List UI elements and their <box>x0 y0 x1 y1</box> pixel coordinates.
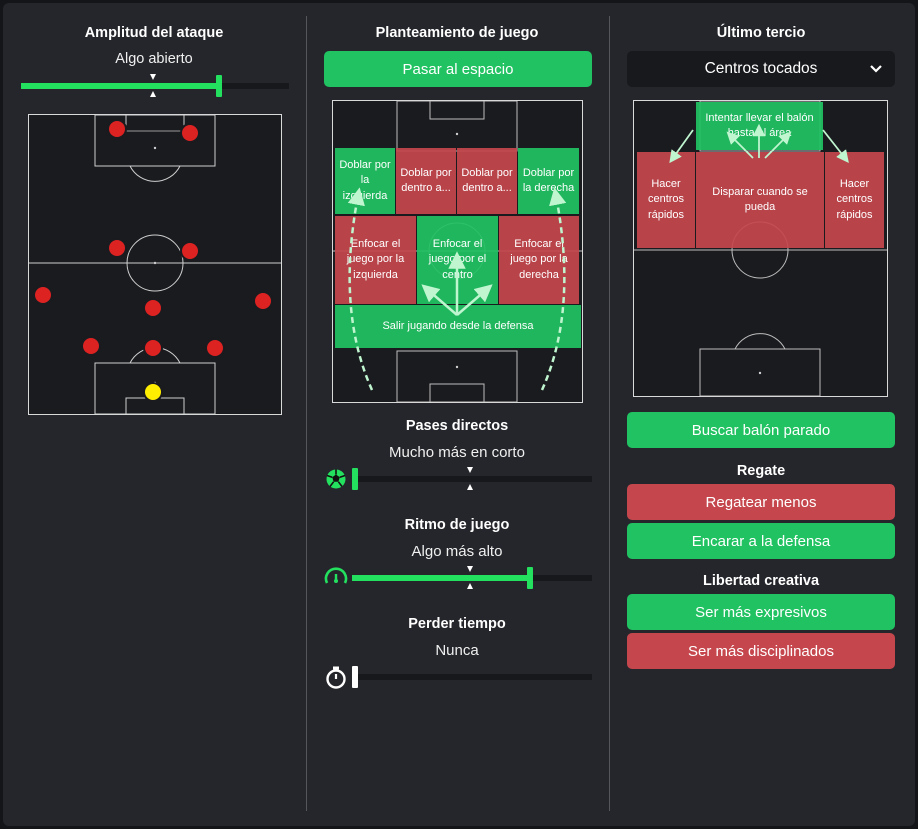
attack-width-value: Algo abierto <box>115 51 193 67</box>
player-marker[interactable] <box>145 300 161 316</box>
zone-focus-left[interactable]: Enfocar el juego por la izquierda <box>335 216 416 304</box>
default-marker <box>467 566 473 572</box>
player-marker[interactable] <box>182 243 198 259</box>
column-divider <box>609 16 610 811</box>
final-third-title: Último tercio <box>716 25 806 41</box>
look-for-set-pieces-button[interactable]: Buscar balón parado <box>627 412 895 448</box>
creative-freedom-title: Libertad creativa <box>702 573 820 589</box>
direct-passing-title: Pases directos <box>405 418 509 434</box>
dribble-less-button[interactable]: Regatear menos <box>627 484 895 520</box>
zone-underlap-right[interactable]: Doblar por dentro a... <box>457 148 517 214</box>
speedometer-icon <box>324 567 348 584</box>
default-marker <box>467 583 473 589</box>
attack-width-title: Amplitud del ataque <box>84 25 224 41</box>
be-more-disciplined-button[interactable]: Ser más disciplinados <box>627 633 895 669</box>
player-marker[interactable] <box>109 121 125 137</box>
pass-into-space-button[interactable]: Pasar al espacio <box>324 51 592 87</box>
zone-focus-right[interactable]: Enfocar el juego por la derecha <box>499 216 579 304</box>
game-plan-title: Planteamiento de juego <box>375 25 539 41</box>
zone-underlap-left[interactable]: Doblar por dentro a... <box>396 148 456 214</box>
goalkeeper-marker[interactable] <box>145 384 161 400</box>
default-marker <box>467 467 473 473</box>
run-at-defence-button[interactable]: Encarar a la defensa <box>627 523 895 559</box>
player-marker[interactable] <box>207 340 223 356</box>
player-marker[interactable] <box>145 340 161 356</box>
default-marker <box>150 91 156 97</box>
player-marker[interactable] <box>83 338 99 354</box>
time-wasting-value: Nunca <box>435 642 479 659</box>
player-marker[interactable] <box>35 287 51 303</box>
tempo-value: Algo más alto <box>411 543 503 560</box>
tempo-title: Ritmo de juego <box>404 517 510 533</box>
final-third-arrows <box>669 123 849 164</box>
formation-pitch <box>28 114 282 415</box>
direct-passing-value: Mucho más en corto <box>389 444 525 461</box>
chevron-down-icon <box>870 65 882 73</box>
player-marker[interactable] <box>109 240 125 256</box>
movement-arrows <box>347 187 567 391</box>
football-icon <box>326 469 346 489</box>
player-marker[interactable] <box>255 293 271 309</box>
be-more-expressive-button[interactable]: Ser más expresivos <box>627 594 895 630</box>
column-divider <box>306 16 307 811</box>
stopwatch-icon <box>326 666 346 689</box>
dropdown-selected-value: Centros tocados <box>704 60 818 77</box>
default-marker <box>150 74 156 80</box>
player-marker[interactable] <box>182 125 198 141</box>
pitch-markings <box>29 115 281 414</box>
zone-early-crosses-left[interactable]: Hacer centros rápidos <box>637 152 695 248</box>
zone-early-crosses-right[interactable]: Hacer centros rápidos <box>825 152 884 248</box>
zone-shoot-on-sight[interactable]: Disparar cuando se pueda <box>696 152 824 248</box>
default-marker <box>467 484 473 490</box>
dribbling-title: Regate <box>736 463 786 479</box>
zone-overlap-right[interactable]: Doblar por la derecha <box>518 148 579 214</box>
time-wasting-title: Perder tiempo <box>408 616 506 632</box>
final-third-dropdown[interactable]: Centros tocados <box>627 51 895 87</box>
